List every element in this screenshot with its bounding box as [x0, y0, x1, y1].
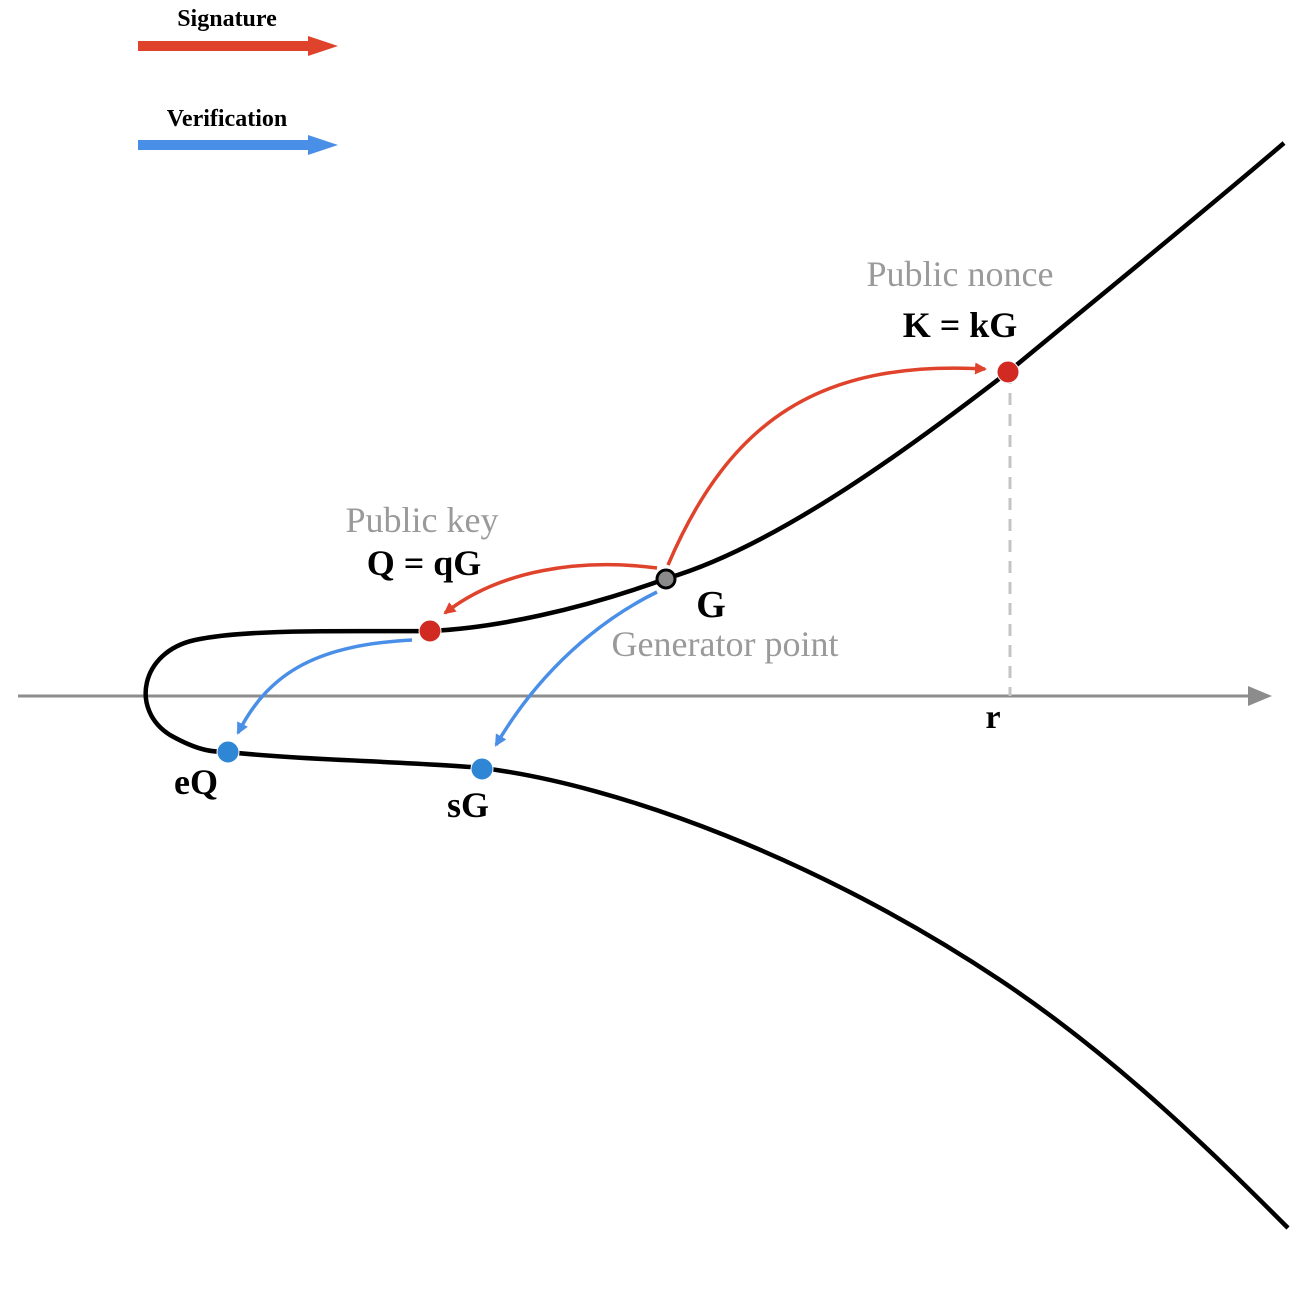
generator-symbol: G	[696, 584, 726, 626]
signature-arrow-g-to-q	[443, 563, 658, 615]
public-key-caption: Public key	[346, 500, 499, 540]
eq-label: eQ	[174, 762, 218, 802]
legend-verification-label: Verification	[167, 106, 287, 132]
public-nonce-point	[996, 360, 1020, 384]
public-key-point	[418, 619, 442, 643]
legend-verification-shaft	[138, 140, 310, 150]
verification-arrow-g-to-sg	[494, 590, 658, 747]
r-label: r	[985, 699, 1000, 736]
legend-signature-head	[308, 36, 338, 56]
public-nonce-caption: Public nonce	[867, 254, 1054, 294]
legend-signature-label: Signature	[177, 6, 277, 32]
sg-label: sG	[447, 785, 489, 825]
elliptic-curve	[143, 141, 1290, 1230]
legend-verification-arrow	[138, 135, 338, 155]
legend-signature-arrow	[138, 36, 338, 56]
sg-point	[470, 757, 494, 781]
eq-point	[216, 740, 240, 764]
signature-arrow-g-to-k	[666, 362, 987, 566]
legend-verification-head	[308, 135, 338, 155]
public-key-formula: Q = qG	[367, 543, 482, 583]
legend-signature-shaft	[138, 41, 310, 51]
generator-caption: Generator point	[612, 624, 839, 664]
public-nonce-formula: K = kG	[903, 305, 1018, 345]
verification-arrow-q-to-eq	[236, 638, 413, 735]
generator-point	[655, 568, 677, 590]
x-axis-arrowhead	[1248, 686, 1272, 706]
